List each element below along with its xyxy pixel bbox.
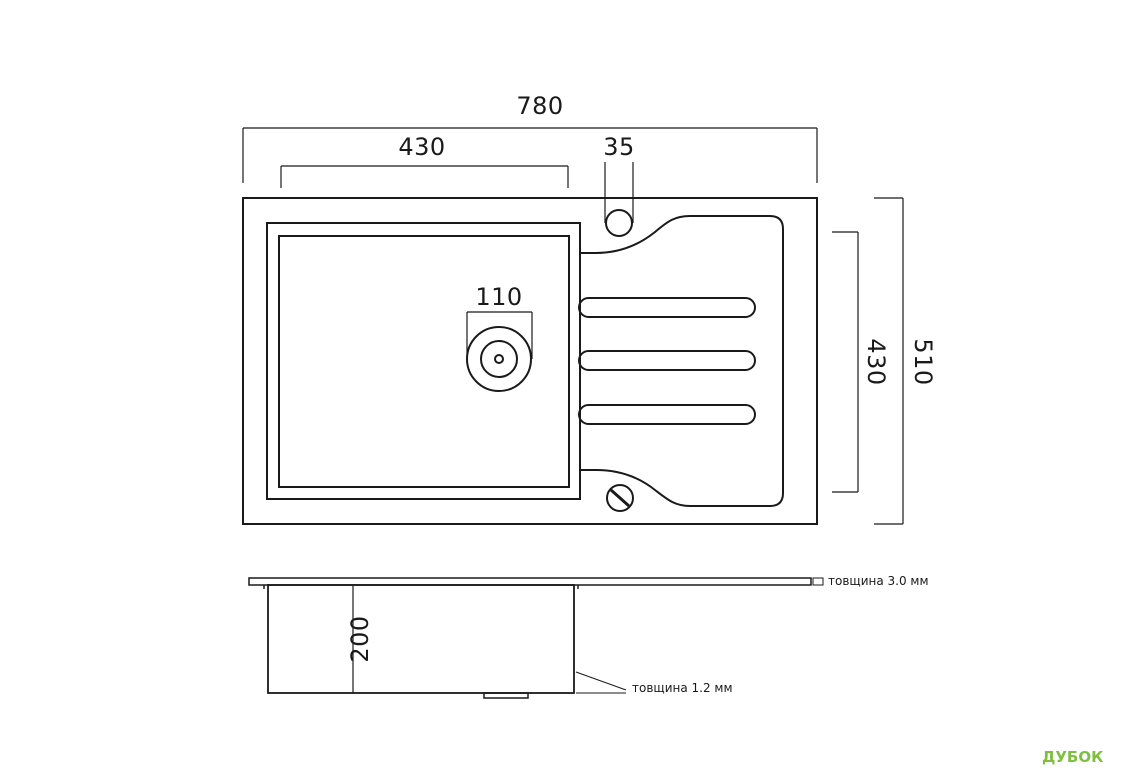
dim-tap-hole: 35 — [603, 133, 635, 161]
bowl-inner — [278, 235, 570, 488]
drain-icon — [466, 311, 533, 392]
bowl-rim — [266, 222, 581, 500]
dim-drainer-length: 430 — [862, 338, 890, 385]
note-top-thickness: товщина 3.0 мм — [828, 574, 929, 588]
bowl-body — [267, 584, 575, 694]
dim-overall-width: 780 — [516, 92, 563, 120]
brand-logo: ДУБОК — [1042, 748, 1104, 766]
svg-text:ДУБОК: ДУБОК — [1042, 748, 1104, 766]
drainer-groove-1 — [578, 297, 756, 318]
dim-overall-depth: 510 — [909, 338, 937, 385]
plan-view — [242, 162, 818, 525]
dim-drain: 110 — [475, 283, 522, 311]
dim-bowl-depth: 200 — [346, 615, 374, 662]
drain-outlet — [483, 692, 529, 699]
drainer-groove-3 — [578, 404, 756, 425]
overflow-icon — [606, 484, 634, 512]
dimension-lines — [242, 127, 904, 525]
sink-top-plate — [248, 577, 812, 586]
note-wall-thickness: товщина 1.2 мм — [632, 681, 733, 695]
drainer-recess — [580, 215, 784, 507]
dim-bowl-width: 430 — [398, 133, 445, 161]
sink-outline — [242, 197, 818, 525]
section-view — [248, 577, 824, 699]
drainer-groove-2 — [578, 350, 756, 371]
tap-hole-icon — [605, 209, 633, 237]
